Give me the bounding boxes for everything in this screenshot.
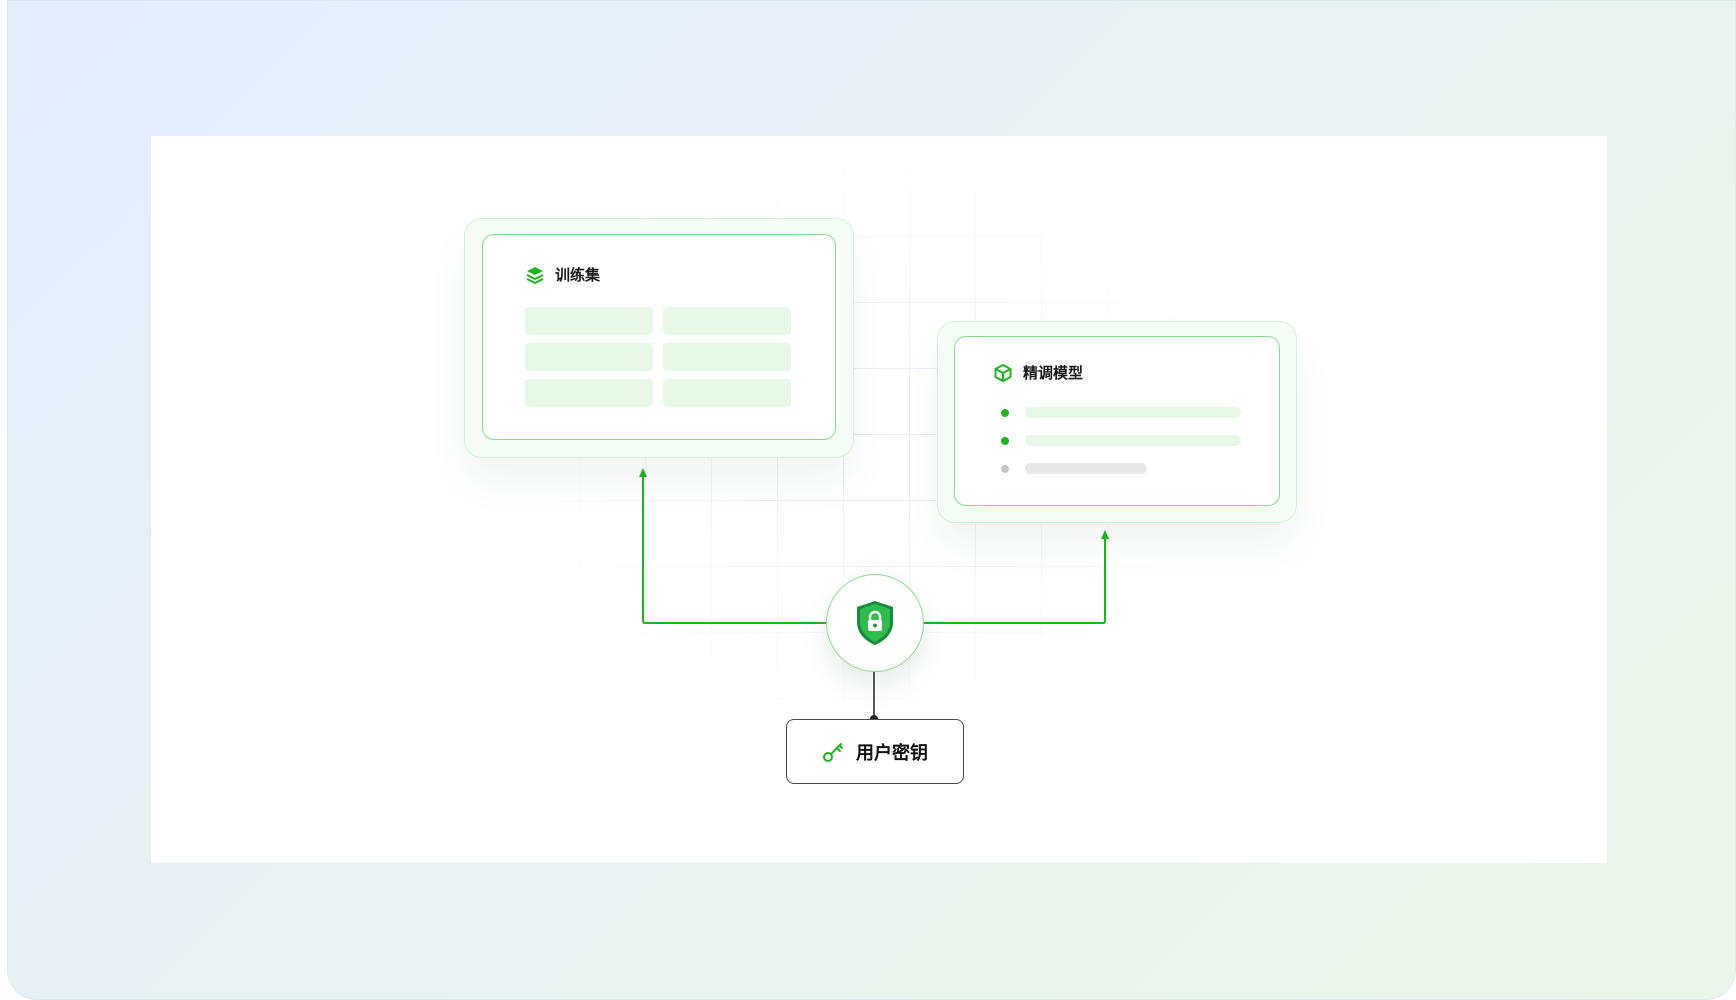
arrowhead-training-set <box>639 468 647 477</box>
security-node <box>826 574 924 672</box>
training-set-cell <box>525 343 653 371</box>
training-set-cell <box>525 379 653 407</box>
connector-to-training-set <box>642 473 826 624</box>
training-set-card: 训练集 <box>464 218 854 458</box>
cube-icon <box>994 363 1012 382</box>
user-key-box: 用户密钥 <box>786 719 964 784</box>
list-item-bar-inactive <box>1025 463 1147 474</box>
training-set-cell <box>663 307 791 335</box>
fine-tuned-model-title: 精调模型 <box>1023 364 1084 382</box>
key-icon <box>823 742 843 762</box>
status-dot-inactive <box>1001 465 1009 473</box>
shield-lock-icon <box>857 601 893 645</box>
fine-tuned-model-card-inner: 精调模型 <box>954 336 1280 506</box>
fine-tuned-model-header: 精调模型 <box>993 362 1083 383</box>
training-set-card-inner: 训练集 <box>482 234 836 440</box>
page-background: 训练集 精调模型 <box>7 0 1736 1000</box>
list-item-bar <box>1025 435 1241 446</box>
arrowhead-model <box>1101 530 1109 539</box>
connector-to-model <box>922 535 1106 624</box>
user-key-label: 用户密钥 <box>856 742 928 764</box>
list-item-bar <box>1025 407 1241 418</box>
training-set-cell <box>663 343 791 371</box>
status-dot-active <box>1001 409 1009 417</box>
training-set-cell <box>663 379 791 407</box>
fine-tuned-model-card: 精调模型 <box>937 321 1297 523</box>
layers-icon <box>526 266 544 284</box>
status-dot-active <box>1001 437 1009 445</box>
diagram-canvas: 训练集 精调模型 <box>151 136 1607 863</box>
training-set-header: 训练集 <box>525 264 600 285</box>
training-set-title: 训练集 <box>555 266 601 284</box>
connector-lines <box>639 468 1109 723</box>
training-set-cell <box>525 307 653 335</box>
